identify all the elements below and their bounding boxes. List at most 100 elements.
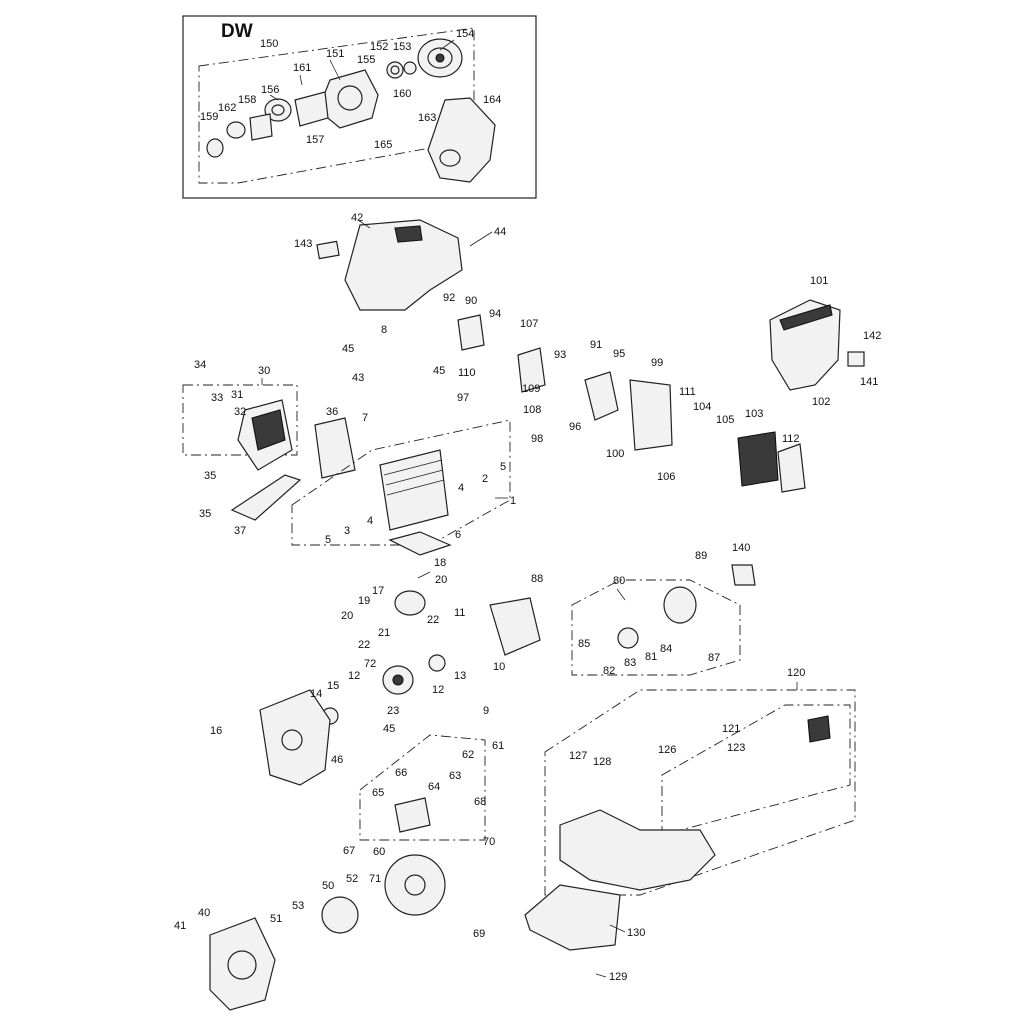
callout-8: 8 — [381, 324, 387, 336]
inset-frame — [182, 15, 537, 199]
starter-group-80 — [571, 579, 741, 676]
callout-99: 99 — [651, 357, 663, 369]
callout-127: 127 — [569, 750, 587, 762]
callout-103: 103 — [745, 408, 763, 420]
callout-129: 129 — [609, 971, 627, 983]
gasket-6 — [388, 531, 452, 556]
callout-15: 15 — [327, 680, 339, 692]
callout-88: 88 — [531, 573, 543, 585]
circlip-159 — [206, 138, 224, 158]
callout-160: 160 — [393, 88, 411, 100]
gear-housing-151 — [317, 69, 379, 129]
callout-16: 16 — [210, 725, 222, 737]
callout-104: 104 — [693, 401, 711, 413]
callout-91: 91 — [590, 339, 602, 351]
label-143 — [316, 240, 340, 260]
callout-123: 123 — [727, 742, 745, 754]
callout-150: 150 — [260, 38, 278, 50]
starter-pulley — [617, 586, 697, 649]
muffler-body — [237, 399, 293, 471]
callout-87: 87 — [708, 652, 720, 664]
callout-84: 84 — [660, 643, 672, 655]
callout-156: 156 — [261, 84, 279, 96]
callout-105: 105 — [716, 414, 734, 426]
callout-13: 13 — [454, 670, 466, 682]
starter-housing-40 — [209, 917, 276, 1011]
label-141 — [847, 351, 865, 367]
top-cover-42 — [344, 219, 463, 311]
callout-69: 69 — [473, 928, 485, 940]
crankcase-88 — [489, 597, 541, 656]
label-140 — [731, 564, 756, 586]
ignition-coil-65 — [394, 797, 431, 833]
callout-142: 142 — [863, 330, 881, 342]
callout-5a: 5 — [500, 461, 506, 473]
filter-element-103 — [737, 431, 779, 487]
callout-12b: 12 — [348, 670, 360, 682]
carburetor-95 — [584, 371, 619, 421]
callout-72: 72 — [364, 658, 376, 670]
cylinder-block — [379, 449, 449, 531]
callout-41: 41 — [174, 920, 186, 932]
callout-89: 89 — [695, 550, 707, 562]
callout-67: 67 — [343, 845, 355, 857]
callout-52: 52 — [346, 873, 358, 885]
callout-60: 60 — [373, 846, 385, 858]
bearing-12 — [428, 654, 446, 672]
callout-4a: 4 — [458, 482, 464, 494]
callout-164: 164 — [483, 94, 501, 106]
callout-66: 66 — [395, 767, 407, 779]
cover-163 — [427, 97, 496, 183]
insulator-107 — [517, 347, 546, 393]
callout-165: 165 — [374, 139, 392, 151]
callout-110: 110 — [458, 367, 476, 379]
callout-20a: 20 — [435, 574, 447, 586]
callout-153: 153 — [393, 41, 411, 53]
callout-98: 98 — [531, 433, 543, 445]
callout-151: 151 — [326, 48, 344, 60]
callout-44: 44 — [494, 226, 506, 238]
filter-element-112 — [777, 443, 806, 493]
callout-9: 9 — [483, 705, 489, 717]
callout-159: 159 — [200, 111, 218, 123]
callout-130: 130 — [627, 927, 645, 939]
callout-102: 102 — [812, 396, 830, 408]
callout-158: 158 — [238, 94, 256, 106]
callout-108: 108 — [523, 404, 541, 416]
callout-5b: 5 — [325, 534, 331, 546]
callout-157: 157 — [306, 134, 324, 146]
callout-23: 23 — [387, 705, 399, 717]
piston-17 — [394, 590, 426, 616]
callout-107: 107 — [520, 318, 538, 330]
callout-43: 43 — [352, 372, 364, 384]
callout-35b: 35 — [199, 508, 211, 520]
callout-31: 31 — [231, 389, 243, 401]
callout-45a: 45 — [342, 343, 354, 355]
callout-95: 95 — [613, 348, 625, 360]
air-filter-base-99 — [629, 379, 673, 451]
callout-45c: 45 — [383, 723, 395, 735]
callout-80: 80 — [613, 575, 625, 587]
callout-121: 121 — [722, 723, 740, 735]
callout-128: 128 — [593, 756, 611, 768]
fuel-cap-121 — [807, 715, 831, 743]
callout-53: 53 — [292, 900, 304, 912]
callout-81: 81 — [645, 651, 657, 663]
bearing-152 — [386, 61, 404, 79]
crankshaft-23 — [382, 665, 414, 695]
crankcase-half-9 — [259, 689, 331, 786]
callout-18: 18 — [434, 557, 446, 569]
collar-157 — [294, 91, 329, 127]
callout-46: 46 — [331, 754, 343, 766]
inset-title: DW — [221, 21, 253, 42]
callout-163: 163 — [418, 112, 436, 124]
ignition-group-61 — [359, 734, 486, 841]
callout-106: 106 — [657, 471, 675, 483]
callout-161: 161 — [293, 62, 311, 74]
callout-65: 65 — [372, 787, 384, 799]
callout-90: 90 — [465, 295, 477, 307]
fuel-tank-group-120 — [544, 689, 856, 896]
callout-3: 3 — [344, 525, 350, 537]
callout-162: 162 — [218, 102, 236, 114]
